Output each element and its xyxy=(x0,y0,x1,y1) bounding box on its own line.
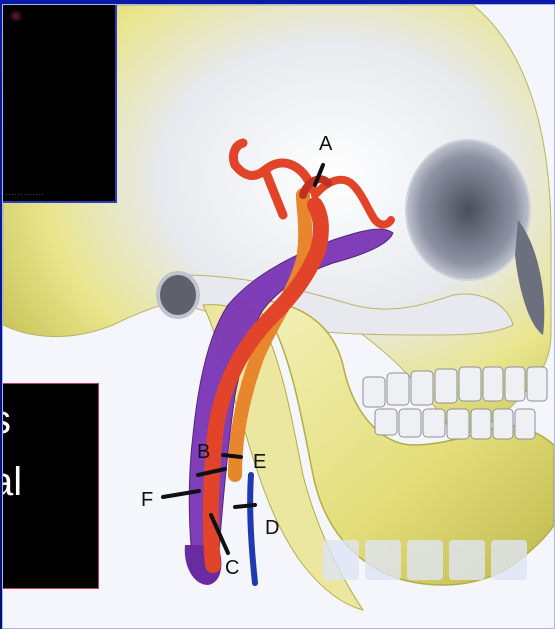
inset-caption: ...... ...... xyxy=(5,187,109,198)
orbit xyxy=(406,140,530,280)
label-c: C xyxy=(225,557,239,579)
label-f: F xyxy=(141,489,153,511)
text-box-line-1: s xyxy=(3,398,11,442)
inset-video-panel: ...... ...... xyxy=(3,5,117,203)
label-e: E xyxy=(253,451,266,473)
text-box-line-2: al xyxy=(3,460,22,504)
inset-glow xyxy=(7,11,25,21)
ear-canal xyxy=(158,273,198,317)
vein-thin xyxy=(250,475,255,583)
label-b: B xyxy=(197,441,210,463)
watermark xyxy=(323,540,527,580)
upper-teeth xyxy=(363,367,547,407)
label-d: D xyxy=(265,517,279,539)
illustration-frame: ...... ...... s al A B E F D C xyxy=(2,4,555,629)
lower-teeth xyxy=(375,409,535,439)
label-a: A xyxy=(319,133,332,155)
text-box: s al xyxy=(3,383,99,589)
